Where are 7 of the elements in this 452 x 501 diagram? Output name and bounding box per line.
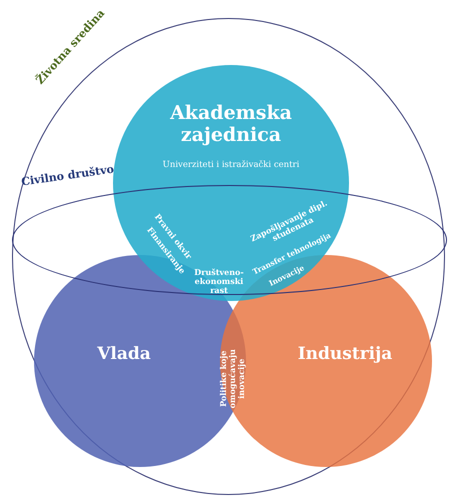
circle-title: Akademska zajednica [169, 103, 293, 147]
overlap-label: Politike koje omogućavaju inovacije [219, 348, 247, 410]
ellipse-label: Civilno društvo [20, 164, 115, 190]
circle-title: Vlada [96, 345, 152, 365]
circle-subtitle: Univerziteti i istraživački centri [162, 161, 300, 171]
circle-title: Industrija [296, 345, 394, 365]
overlap-label: Društveno-ekonomski rast [193, 268, 245, 296]
